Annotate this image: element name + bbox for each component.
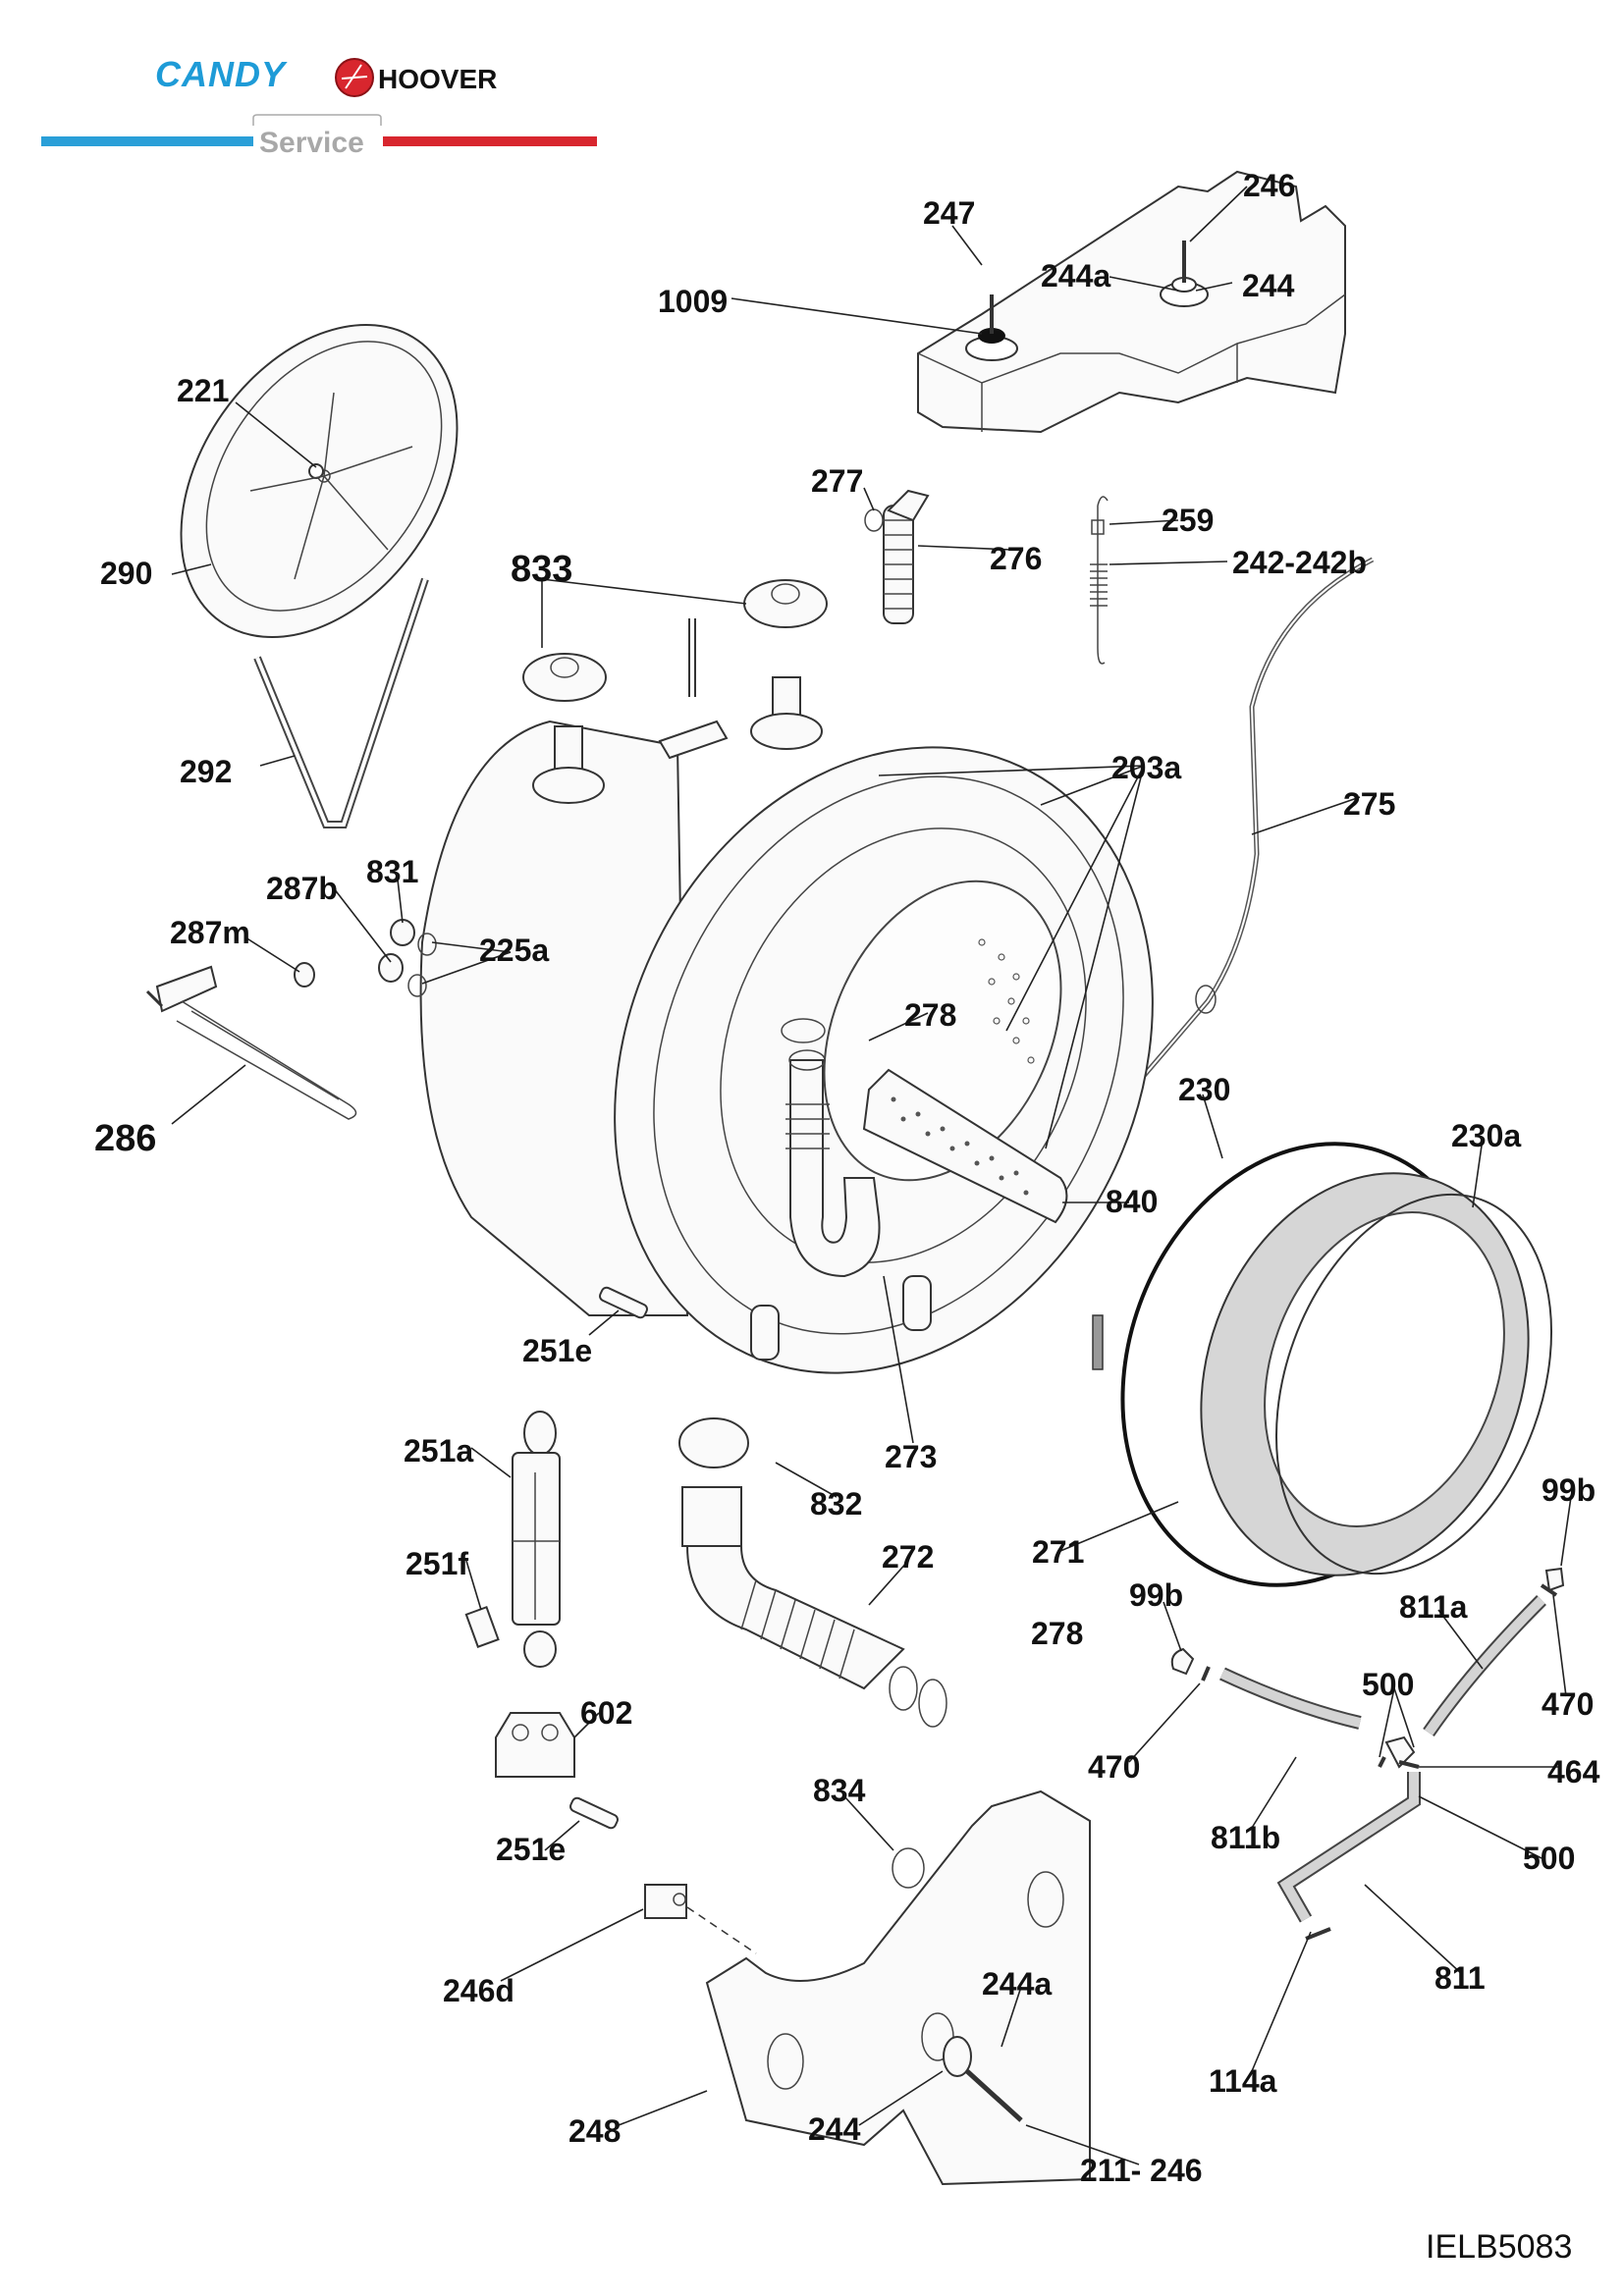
shock-absorber <box>464 1286 648 1830</box>
diagram-code: IELB5083 <box>1426 2228 1572 2266</box>
label-225a: 225a <box>479 933 549 968</box>
label-500-bottom: 500 <box>1523 1841 1575 1876</box>
label-114a: 114a <box>1209 2063 1277 2099</box>
label-272: 272 <box>882 1539 934 1575</box>
label-832: 832 <box>810 1486 862 1522</box>
label-278-bottom: 278 <box>1031 1616 1083 1651</box>
label-244-bottom: 244 <box>808 2111 861 2147</box>
label-251a: 251a <box>404 1433 473 1468</box>
label-464: 464 <box>1547 1754 1600 1789</box>
sensor-parts <box>294 919 437 997</box>
candy-logo: CANDY <box>155 54 288 94</box>
part-labels: 247 246 244a 244 1009 221 290 292 277 27… <box>94 168 1600 2266</box>
label-251f: 251f <box>406 1546 468 1581</box>
label-203a: 203a <box>1111 750 1181 785</box>
service-tab-outline <box>252 114 382 126</box>
label-244a-top: 244a <box>1041 258 1110 294</box>
blue-bar <box>41 136 253 146</box>
label-811b: 811b <box>1211 1820 1280 1855</box>
label-1009: 1009 <box>658 284 728 319</box>
label-251e-top: 251e <box>522 1333 592 1368</box>
label-251e-bottom: 251e <box>496 1832 566 1867</box>
label-99b-right: 99b <box>1542 1472 1596 1508</box>
label-290: 290 <box>100 556 152 591</box>
label-276: 276 <box>990 541 1042 576</box>
label-287m: 287m <box>170 915 250 950</box>
label-840: 840 <box>1106 1184 1158 1219</box>
label-248: 248 <box>568 2113 621 2149</box>
label-470-left: 470 <box>1088 1749 1140 1785</box>
label-602: 602 <box>580 1695 632 1731</box>
hose-276 <box>864 489 930 624</box>
drive-belt <box>253 577 429 828</box>
label-275: 275 <box>1343 786 1395 822</box>
label-221: 221 <box>177 373 229 408</box>
label-273: 273 <box>885 1439 937 1474</box>
inlet-hoses <box>1170 1567 1565 1941</box>
label-99b-left: 99b <box>1129 1577 1183 1613</box>
label-286: 286 <box>94 1118 156 1159</box>
service-label: Service <box>259 127 364 159</box>
brand-header: CANDY HOOVER Service <box>41 54 597 159</box>
red-bar <box>383 136 597 146</box>
heater-286 <box>145 965 357 1120</box>
label-230: 230 <box>1178 1072 1230 1107</box>
hoover-logo: HOOVER <box>378 64 497 94</box>
label-287b: 287b <box>266 871 338 906</box>
label-277: 277 <box>811 463 863 499</box>
label-247: 247 <box>923 195 975 231</box>
label-292: 292 <box>180 754 232 789</box>
leader-lines <box>171 186 1572 2165</box>
label-244-top: 244 <box>1242 268 1295 303</box>
label-242-242b: 242-242b <box>1232 545 1367 580</box>
label-244a-bottom: 244a <box>982 1966 1052 2002</box>
label-230a: 230a <box>1451 1118 1521 1153</box>
label-470-right: 470 <box>1542 1686 1594 1722</box>
drum-pulley <box>180 323 459 639</box>
door-seal <box>1092 1142 1553 1587</box>
suspension-spring <box>1090 496 1109 665</box>
label-834: 834 <box>813 1773 866 1808</box>
top-counterweight <box>917 170 1346 434</box>
label-246d: 246d <box>443 1973 514 2008</box>
tub-assembly <box>419 579 1154 1374</box>
label-211-246: 211- 246 <box>1080 2153 1203 2188</box>
label-811a: 811a <box>1399 1589 1468 1625</box>
label-811: 811 <box>1434 1960 1486 1996</box>
label-271: 271 <box>1032 1534 1084 1570</box>
label-278-top: 278 <box>904 997 956 1033</box>
drain-hose-272 <box>678 1417 947 1728</box>
bottom-counterweight <box>644 1789 1091 2186</box>
label-500-top: 500 <box>1362 1667 1414 1702</box>
label-246: 246 <box>1243 168 1295 203</box>
label-833: 833 <box>511 549 572 590</box>
label-831: 831 <box>366 854 418 889</box>
hoover-badge-icon <box>335 58 374 97</box>
label-259: 259 <box>1162 503 1214 538</box>
